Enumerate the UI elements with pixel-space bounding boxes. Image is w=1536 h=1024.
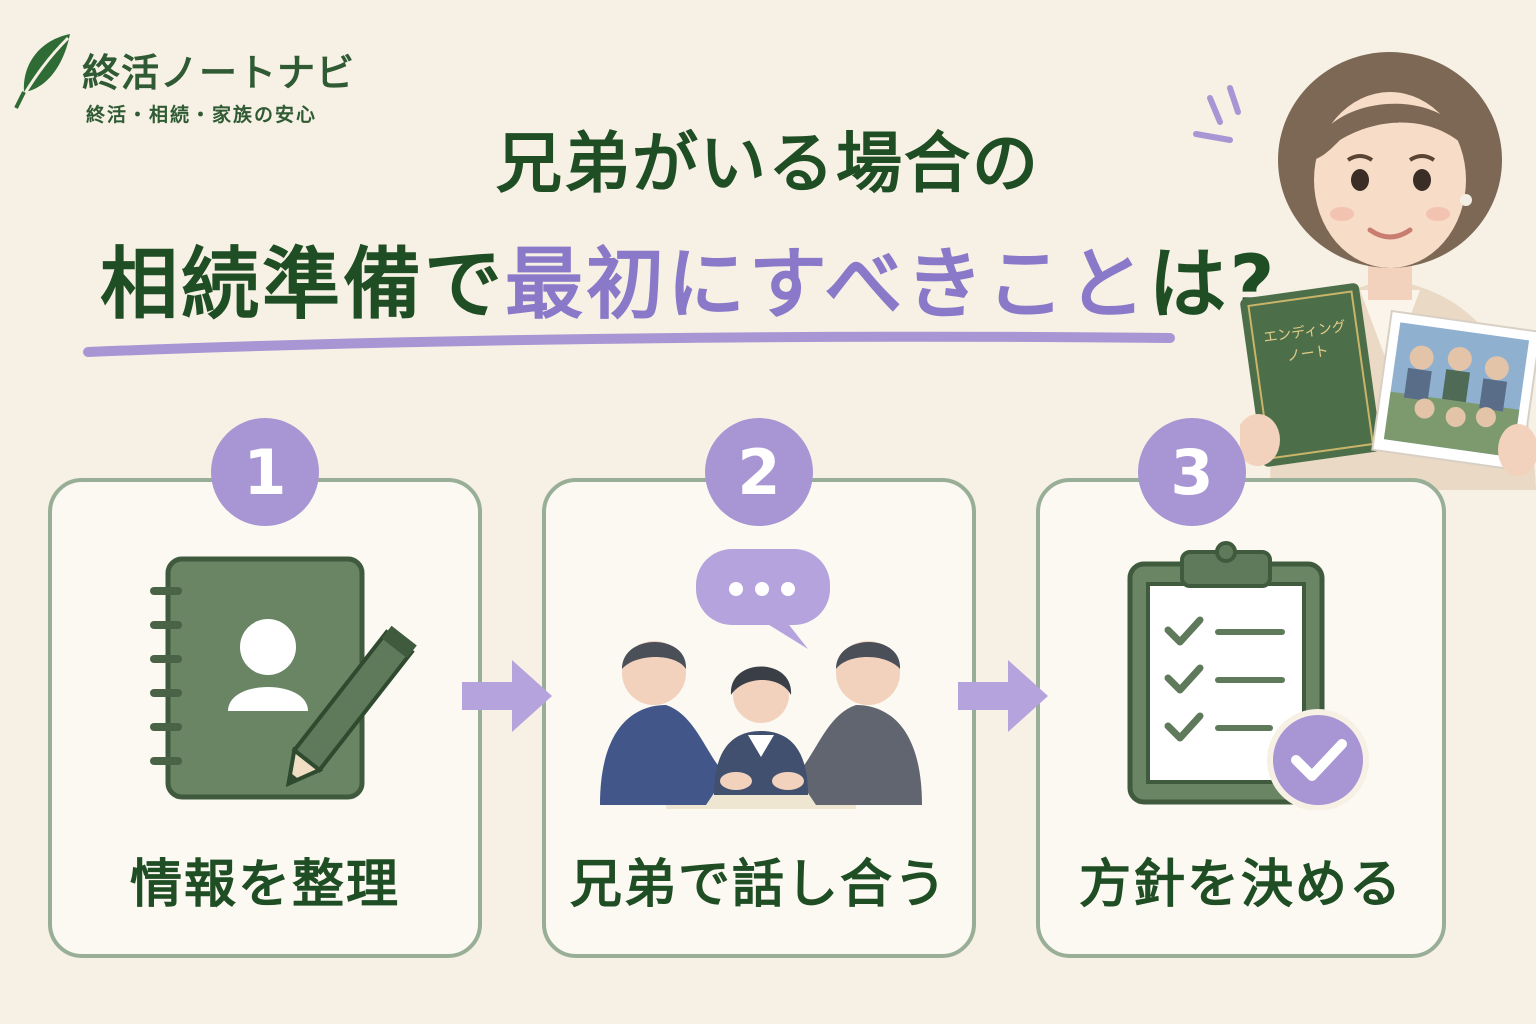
step-label-2: 兄弟で話し合う: [569, 855, 948, 915]
step-label-3: 方針を決める: [1078, 855, 1403, 915]
arrow-right-icon: [958, 660, 1048, 732]
step-number-badge-1: 1: [211, 418, 319, 526]
step-number-badge-3: 3: [1138, 418, 1246, 526]
headline-line-2: 相続準備で最初にすべきことは?: [100, 222, 1278, 334]
advisor-illustration: エンディング ノート: [1240, 52, 1536, 490]
leaf-icon: [14, 34, 70, 109]
step-label-1: 情報を整理: [129, 855, 400, 915]
step-number-badge-2: 2: [705, 418, 813, 526]
headline-line-1: 兄弟がいる場合の: [496, 125, 1040, 202]
notebook-pencil-icon: [150, 556, 417, 800]
arrow-right-icon: [462, 660, 552, 732]
siblings-discussion-icon: [600, 549, 922, 809]
headline-part-1: 相続準備: [100, 240, 425, 330]
clipboard-check-icon: [1127, 541, 1369, 810]
brand-tagline: 終活・相続・家族の安心: [86, 104, 318, 126]
brand-name: 終活ノートナビ: [82, 51, 356, 95]
book-title-line-2: ノート: [1286, 343, 1330, 365]
headline-underline: [83, 331, 1175, 357]
headline-part-2: で: [424, 240, 506, 330]
sparkle-lines-icon: [1193, 85, 1241, 143]
headline-accent: 最初にすべきこと: [505, 240, 1149, 330]
